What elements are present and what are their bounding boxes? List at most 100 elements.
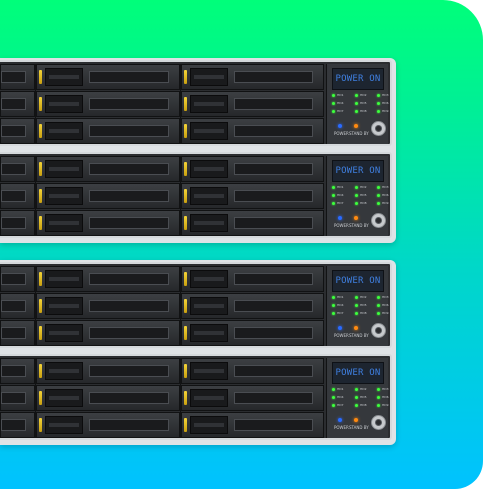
lcd-display: POWER ON <box>332 68 384 90</box>
activity-led-icon <box>332 194 335 197</box>
drive-bay[interactable] <box>36 385 180 411</box>
power-led-icon <box>338 326 342 330</box>
drive-bay[interactable] <box>0 156 35 182</box>
drive-handle[interactable] <box>45 160 83 178</box>
drive-bay[interactable] <box>0 183 35 209</box>
drive-bay[interactable] <box>0 412 35 438</box>
power-button[interactable] <box>371 415 386 430</box>
drive-handle[interactable] <box>190 362 228 380</box>
drive-handle[interactable] <box>45 297 83 315</box>
drive-bay[interactable] <box>181 156 324 182</box>
drive-handle[interactable] <box>190 297 228 315</box>
drive-latch-icon <box>39 364 42 378</box>
drive-handle[interactable] <box>190 68 228 86</box>
power-button[interactable] <box>371 213 386 228</box>
drive-handle[interactable] <box>45 324 83 342</box>
led-label: HD2 <box>360 185 367 189</box>
drive-handle[interactable] <box>190 187 228 205</box>
drive-bay[interactable] <box>0 385 35 411</box>
drive-bay[interactable] <box>0 91 35 117</box>
power-led-icon <box>338 124 342 128</box>
drive-bay[interactable] <box>36 118 180 144</box>
drive-latch-icon <box>39 391 42 405</box>
drive-bay[interactable] <box>0 266 35 292</box>
drive-column-1 <box>0 64 36 144</box>
drive-bay[interactable] <box>36 320 180 346</box>
activity-led-icon <box>355 296 358 299</box>
activity-led-icon <box>355 202 358 205</box>
drive-bay[interactable] <box>36 358 180 384</box>
drive-handle[interactable] <box>45 416 83 434</box>
activity-led-icon <box>377 304 380 307</box>
drive-bay[interactable] <box>36 91 180 117</box>
drive-bay[interactable] <box>36 183 180 209</box>
drive-latch-icon <box>39 326 42 340</box>
drive-bay[interactable] <box>0 118 35 144</box>
drive-handle[interactable] <box>190 270 228 288</box>
drive-bay[interactable] <box>0 358 35 384</box>
drive-handle[interactable] <box>45 362 83 380</box>
drive-handle[interactable] <box>190 214 228 232</box>
drive-bay[interactable] <box>36 210 180 236</box>
drive-handle[interactable] <box>45 95 83 113</box>
drive-handle[interactable] <box>190 95 228 113</box>
drive-handle[interactable] <box>45 68 83 86</box>
drive-latch-icon <box>39 418 42 432</box>
standby-label: STAND BY <box>349 131 369 136</box>
drive-bay[interactable] <box>36 293 180 319</box>
power-controls: POWER STAND BY <box>332 120 388 142</box>
drive-handle[interactable] <box>190 122 228 140</box>
drive-handle[interactable] <box>45 389 83 407</box>
drive-handle[interactable] <box>45 187 83 205</box>
drive-bay[interactable] <box>36 64 180 90</box>
drive-bay[interactable] <box>36 412 180 438</box>
drive-bay[interactable] <box>181 91 324 117</box>
drive-latch-icon <box>184 391 187 405</box>
led-label: HD1 <box>337 387 344 391</box>
power-controls: POWER STAND BY <box>332 212 388 234</box>
standby-label: STAND BY <box>349 333 369 338</box>
drive-column-2 <box>36 266 181 346</box>
drive-latch-icon <box>184 124 187 138</box>
led-label: HD3 <box>382 93 389 97</box>
drive-column-1 <box>0 266 36 346</box>
drive-latch-icon <box>39 299 42 313</box>
drive-bay[interactable] <box>181 64 324 90</box>
drive-handle[interactable] <box>45 122 83 140</box>
drive-bay[interactable] <box>181 385 324 411</box>
drive-handle[interactable] <box>190 416 228 434</box>
drive-handle[interactable] <box>45 270 83 288</box>
activity-led-icon <box>377 102 380 105</box>
drive-bay[interactable] <box>0 293 35 319</box>
drive-bay[interactable] <box>181 210 324 236</box>
drive-bay[interactable] <box>0 64 35 90</box>
drive-handle[interactable] <box>190 389 228 407</box>
drive-bay[interactable] <box>181 412 324 438</box>
drive-handle[interactable] <box>190 324 228 342</box>
drive-handle[interactable] <box>45 214 83 232</box>
drive-handle[interactable] <box>190 160 228 178</box>
led-label: HD3 <box>382 185 389 189</box>
led-label: HD6 <box>382 193 389 197</box>
activity-led-icon <box>377 94 380 97</box>
led-label: HD9 <box>382 201 389 205</box>
drive-bay[interactable] <box>181 183 324 209</box>
power-button[interactable] <box>371 323 386 338</box>
drive-bay[interactable] <box>0 210 35 236</box>
drive-bay[interactable] <box>181 358 324 384</box>
led-label: HD7 <box>337 403 344 407</box>
led-label: HD4 <box>337 303 344 307</box>
drive-bay[interactable] <box>0 320 35 346</box>
drive-bay[interactable] <box>181 293 324 319</box>
drive-bay[interactable] <box>181 320 324 346</box>
power-button[interactable] <box>371 121 386 136</box>
drive-bay[interactable] <box>181 266 324 292</box>
drive-bay[interactable] <box>181 118 324 144</box>
drive-bay[interactable] <box>36 266 180 292</box>
drive-bay[interactable] <box>36 156 180 182</box>
